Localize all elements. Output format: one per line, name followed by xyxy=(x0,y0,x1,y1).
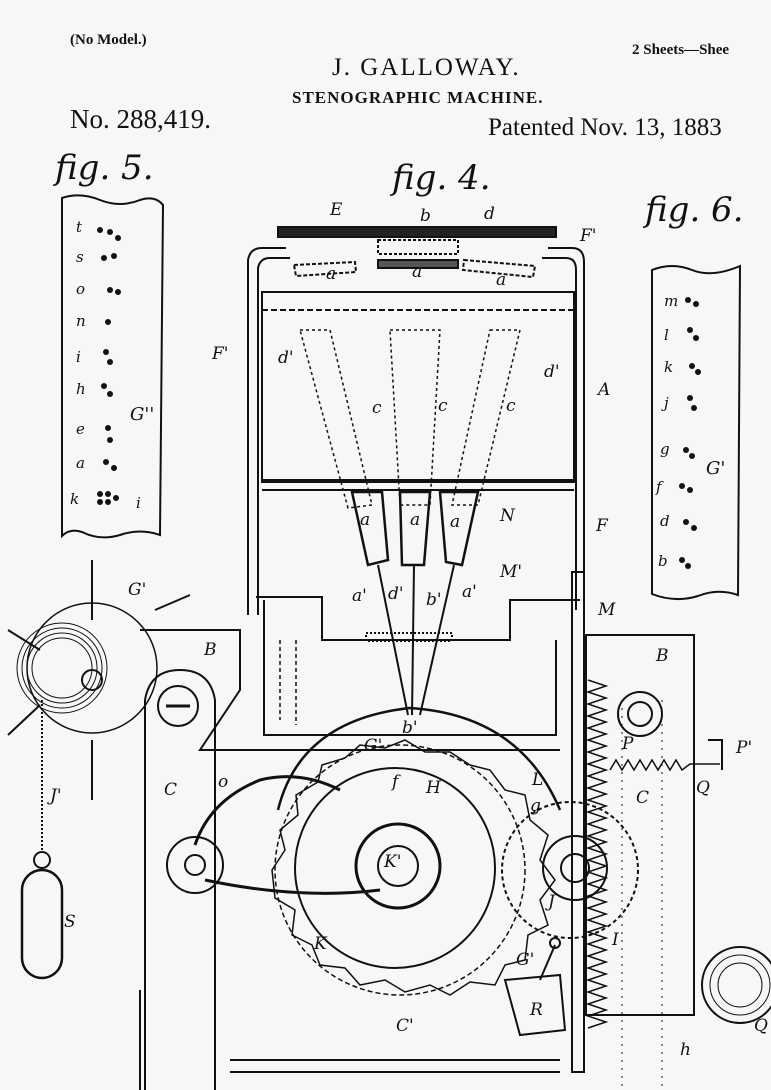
label-a4: a xyxy=(360,510,371,530)
fig6-letter: k xyxy=(664,358,674,376)
label-L: L xyxy=(532,770,544,790)
label-M-prime: M' xyxy=(500,562,523,582)
label-a6: a xyxy=(450,512,461,532)
label-c2: c xyxy=(438,396,448,416)
label-d-prime-left: d' xyxy=(278,348,294,368)
fig6-letter: j xyxy=(664,394,669,412)
fig6-letter: m xyxy=(664,292,679,310)
fig5-paper-strip xyxy=(61,194,165,539)
fig5-letter: n xyxy=(76,312,86,330)
label-a-prime1: a' xyxy=(352,586,367,606)
fig6-g-label: G' xyxy=(706,458,726,479)
label-K: K xyxy=(314,934,327,954)
label-a3: a xyxy=(496,270,507,290)
label-B-left: B xyxy=(204,640,217,660)
label-o: o xyxy=(218,772,229,792)
fig5-letter: k xyxy=(70,490,80,508)
patent-number: No. 288,419. xyxy=(70,104,211,134)
fig6-letter: d xyxy=(660,512,670,530)
label-P-prime: P' xyxy=(736,738,753,758)
label-F-prime-left: F' xyxy=(212,344,229,364)
fig5-g-label: G'' xyxy=(130,404,155,425)
fig5-letter: e xyxy=(76,420,85,438)
label-d-prime-right: d' xyxy=(544,362,560,382)
label-R: R xyxy=(530,1000,543,1020)
patent-date: Patented Nov. 13, 1883 xyxy=(488,114,722,141)
fig6-letter: g xyxy=(660,440,670,458)
fig5-letter: s xyxy=(76,248,84,266)
inventor-name: J. GALLOWAY. xyxy=(332,54,521,81)
figure-4-label: fig. 4. xyxy=(392,158,491,198)
label-b: b xyxy=(420,206,431,226)
label-h: h xyxy=(680,1040,691,1060)
label-c1: c xyxy=(372,398,382,418)
label-b-prime-mid: b' xyxy=(426,590,442,610)
fig6-paper-strip xyxy=(651,264,742,600)
label-A: A xyxy=(598,380,611,400)
label-F: F xyxy=(596,516,608,536)
label-g: g xyxy=(530,796,541,816)
label-B-right: B xyxy=(656,646,669,666)
label-I: I xyxy=(612,930,619,950)
label-C-prime: C' xyxy=(396,1016,414,1036)
fig5-letter: a xyxy=(76,454,85,472)
fig6-letter: f xyxy=(656,478,662,496)
label-J-prime: J' xyxy=(50,786,62,806)
label-a1: a xyxy=(326,264,337,284)
label-a2: a xyxy=(412,262,423,282)
label-d-prime-mid: d' xyxy=(388,584,404,604)
fig6-letter: l xyxy=(664,326,669,344)
label-c3: c xyxy=(506,396,516,416)
label-G-prime-bottom: G' xyxy=(516,950,535,970)
label-M: M xyxy=(598,600,616,620)
figure-5-label: fig. 5. xyxy=(55,148,154,188)
label-J: J xyxy=(548,892,555,912)
label-P: P xyxy=(622,734,634,754)
label-S: S xyxy=(64,912,76,932)
fig5-letter: i xyxy=(76,348,81,366)
label-b-prime: b' xyxy=(402,718,418,738)
label-G-prime-reel: G' xyxy=(128,580,147,600)
label-N: N xyxy=(500,506,515,526)
fig5-letter: o xyxy=(76,280,86,298)
fig5-letter: t xyxy=(76,218,83,236)
no-model-note: (No Model.) xyxy=(70,32,147,48)
fig5-letter: h xyxy=(76,380,86,398)
label-K-prime: K' xyxy=(384,852,402,872)
fig4-machine xyxy=(7,226,771,1090)
figure-6-label: fig. 6. xyxy=(645,190,744,230)
sheets-note: 2 Sheets—Shee xyxy=(632,42,730,58)
fig6-letter: b xyxy=(658,552,668,570)
label-F-prime-top: F' xyxy=(580,226,597,246)
label-Q-edge: Q xyxy=(754,1016,768,1036)
label-G-prime-gear: G' xyxy=(364,736,383,756)
label-C-left: C xyxy=(164,780,178,800)
label-H: H xyxy=(426,778,441,798)
label-E: E xyxy=(330,200,343,220)
label-Q: Q xyxy=(696,778,710,798)
label-a-prime2: a' xyxy=(462,582,477,602)
label-C-right: C xyxy=(636,788,650,808)
label-d: d xyxy=(484,204,495,224)
label-a5: a xyxy=(410,510,421,530)
label-f: f xyxy=(392,772,399,792)
invention-title: STENOGRAPHIC MACHINE. xyxy=(292,88,544,107)
fig5-i-label: i xyxy=(136,494,141,512)
